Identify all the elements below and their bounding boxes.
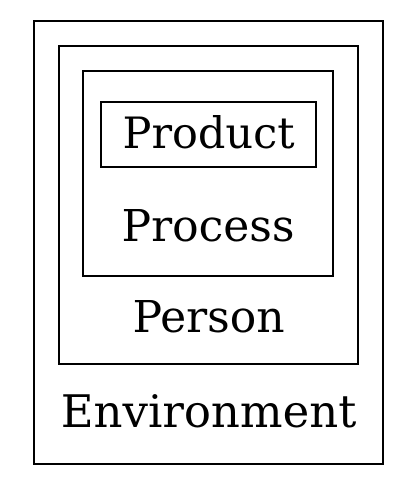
person-label: Person: [132, 292, 285, 343]
process-label: Process: [121, 201, 295, 252]
product-label: Product: [122, 109, 295, 159]
product-box: [100, 101, 317, 168]
environment-label: Environment: [60, 385, 357, 438]
